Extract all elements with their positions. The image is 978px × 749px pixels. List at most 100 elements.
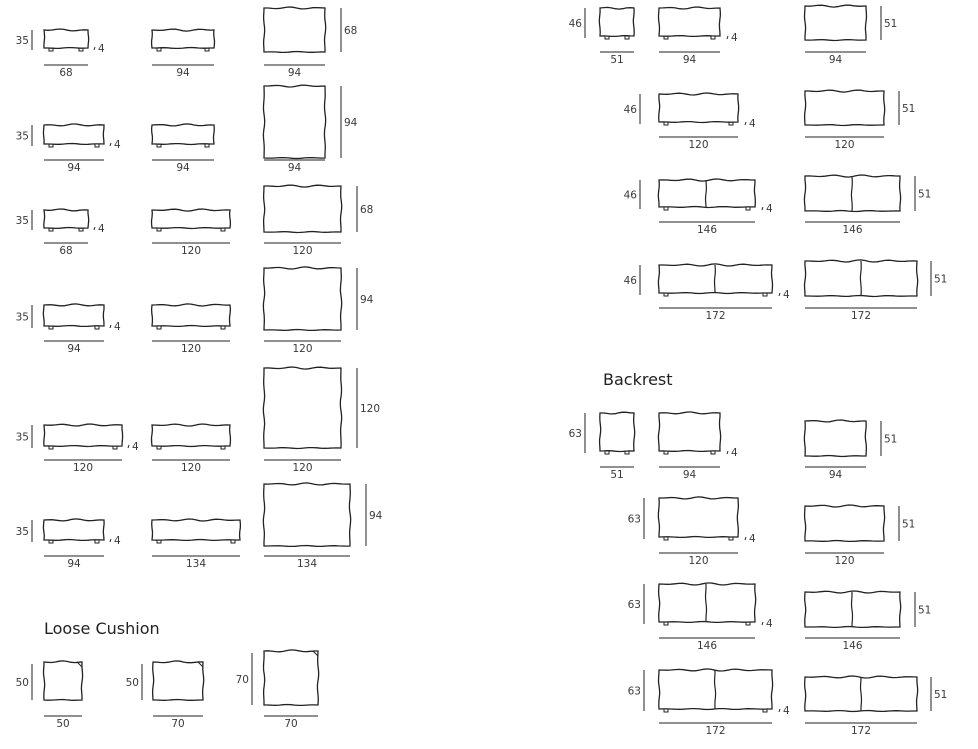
foot xyxy=(624,35,630,40)
loose-cushion-heading: Loose Cushion xyxy=(44,619,160,638)
height-label: 46 xyxy=(624,190,638,202)
foot-dimension-mark xyxy=(778,708,781,713)
height-label: 46 xyxy=(624,104,638,116)
foot-dimension-mark xyxy=(726,35,729,40)
foot-dimension-mark xyxy=(744,121,747,126)
foot xyxy=(663,708,669,713)
module-outline xyxy=(150,123,215,146)
height-label: 63 xyxy=(569,428,582,440)
foot xyxy=(48,445,54,450)
module-outline xyxy=(42,303,105,328)
height-label: 51 xyxy=(918,189,931,201)
module-outline xyxy=(803,89,886,127)
foot xyxy=(48,47,54,52)
height-label: 68 xyxy=(344,25,357,37)
height-label: 35 xyxy=(16,215,29,227)
module-outline xyxy=(262,6,327,54)
width-label: 146 xyxy=(842,640,862,652)
module-divider xyxy=(850,175,853,212)
foot-dimension-mark xyxy=(778,292,781,297)
foot xyxy=(762,292,768,297)
module-outline xyxy=(150,423,232,448)
module-outline xyxy=(803,675,919,713)
foot-dimension-mark xyxy=(93,46,96,51)
module-outline xyxy=(262,184,343,234)
foot xyxy=(745,621,751,626)
foot xyxy=(204,143,210,148)
width-label: 94 xyxy=(67,162,81,174)
module-divider xyxy=(859,676,863,711)
module-outline xyxy=(804,590,902,629)
foot-height-label: 4 xyxy=(783,289,790,301)
foot-height-label: 4 xyxy=(98,43,105,55)
foot xyxy=(94,539,100,544)
foot xyxy=(220,227,226,232)
foot-height-label: 4 xyxy=(132,441,139,453)
module-outline xyxy=(803,259,919,298)
foot xyxy=(204,47,210,52)
width-label: 120 xyxy=(181,343,201,355)
module-outline xyxy=(151,518,242,542)
module-outline xyxy=(262,649,320,707)
module-divider xyxy=(704,584,708,622)
height-label: 68 xyxy=(360,204,373,216)
foot-dimension-mark xyxy=(109,142,112,147)
module-outline xyxy=(803,419,868,458)
width-label: 146 xyxy=(697,224,717,236)
width-label: 120 xyxy=(834,555,854,567)
foot xyxy=(94,325,100,330)
width-label: 120 xyxy=(688,139,708,151)
foot-dimension-mark xyxy=(761,621,764,626)
foot-height-label: 4 xyxy=(766,203,773,215)
cushion-corner xyxy=(197,661,204,668)
foot xyxy=(624,450,630,455)
width-label: 94 xyxy=(67,558,81,570)
module-outline xyxy=(658,92,740,124)
height-label: 94 xyxy=(369,510,383,522)
module-outline xyxy=(598,411,636,453)
module-outline xyxy=(43,423,124,448)
foot xyxy=(663,35,669,40)
width-label: 94 xyxy=(288,162,302,174)
width-label: 51 xyxy=(610,54,623,66)
backrest-heading: Backrest xyxy=(603,370,673,389)
height-label: 63 xyxy=(628,514,641,526)
width-label: 120 xyxy=(292,245,312,257)
width-label: 68 xyxy=(59,245,72,257)
height-label: 35 xyxy=(16,35,29,47)
foot xyxy=(156,539,162,544)
module-outline xyxy=(803,174,902,213)
foot xyxy=(78,227,84,232)
height-label: 46 xyxy=(624,275,638,287)
width-label: 94 xyxy=(829,54,843,66)
width-label: 120 xyxy=(181,462,201,474)
width-label: 51 xyxy=(610,469,623,481)
module-outline xyxy=(657,668,774,711)
foot xyxy=(710,450,716,455)
foot xyxy=(220,325,226,330)
foot xyxy=(48,143,54,148)
height-label: 35 xyxy=(16,432,29,444)
foot xyxy=(663,292,669,297)
foot-dimension-mark xyxy=(109,324,112,329)
foot xyxy=(156,445,162,450)
cushion-corner xyxy=(76,661,83,668)
height-label: 94 xyxy=(360,294,374,306)
foot xyxy=(78,47,84,52)
module-outline xyxy=(657,496,740,539)
foot xyxy=(663,536,669,541)
module-divider xyxy=(850,592,854,628)
foot xyxy=(48,227,54,232)
width-label: 172 xyxy=(851,725,871,737)
foot-height-label: 4 xyxy=(749,118,756,130)
foot-height-label: 4 xyxy=(783,705,790,717)
width-label: 120 xyxy=(834,139,854,151)
module-outline xyxy=(262,482,352,548)
foot xyxy=(728,536,734,541)
foot xyxy=(48,539,54,544)
foot xyxy=(710,35,716,40)
width-label: 50 xyxy=(56,718,69,730)
module-outline xyxy=(150,28,216,50)
foot xyxy=(156,227,162,232)
height-label: 63 xyxy=(628,686,641,698)
